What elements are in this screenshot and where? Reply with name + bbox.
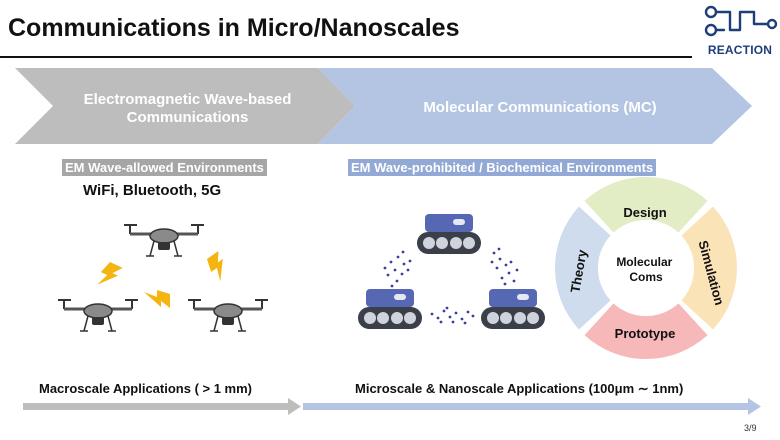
micro-nano-applications: Microscale & Nanoscale Applications (100… (355, 381, 684, 396)
chevron-mc-label: Molecular Communications (MC) (423, 99, 657, 116)
chevron-em-label: Electromagnetic Wave-based Communication… (83, 91, 292, 126)
mc-environment-label: EM Wave-prohibited / Biochemical Environ… (348, 159, 657, 176)
title-divider (0, 56, 692, 58)
logo-text: REACTION (707, 43, 773, 57)
macroscale-applications: Macroscale Applications ( > 1 mm) (39, 381, 253, 396)
chevron-banner (15, 68, 752, 144)
macroscale-arrow-head (288, 398, 301, 415)
cycle-ring-simulation (681, 206, 737, 330)
wireless-technologies: WiFi, Bluetooth, 5G (83, 182, 222, 199)
cycle-segment-prototype: Prototype (615, 326, 676, 341)
microscale-arrow-shaft (303, 403, 750, 410)
page-title: Communications in Micro/Nanoscales (8, 14, 460, 42)
microscale-arrow-head (748, 398, 761, 415)
cycle-center (598, 220, 694, 316)
page-number: 3/9 (744, 423, 757, 433)
reaction-logo (704, 5, 778, 37)
chevron-em (15, 68, 355, 144)
em-environment-label: EM Wave-allowed Environments (62, 159, 267, 176)
cycle-ring-theory (555, 206, 611, 330)
chevron-mc (318, 68, 752, 144)
cycle-segment-design: Design (623, 205, 666, 220)
molecule-particles (383, 247, 519, 325)
scale-arrows (23, 398, 761, 415)
cycle-center-label: Molecular Coms (616, 255, 675, 284)
cycle-ring-design (584, 177, 708, 233)
cycle-ring-prototype (584, 303, 708, 359)
macroscale-arrow-shaft (23, 403, 288, 410)
